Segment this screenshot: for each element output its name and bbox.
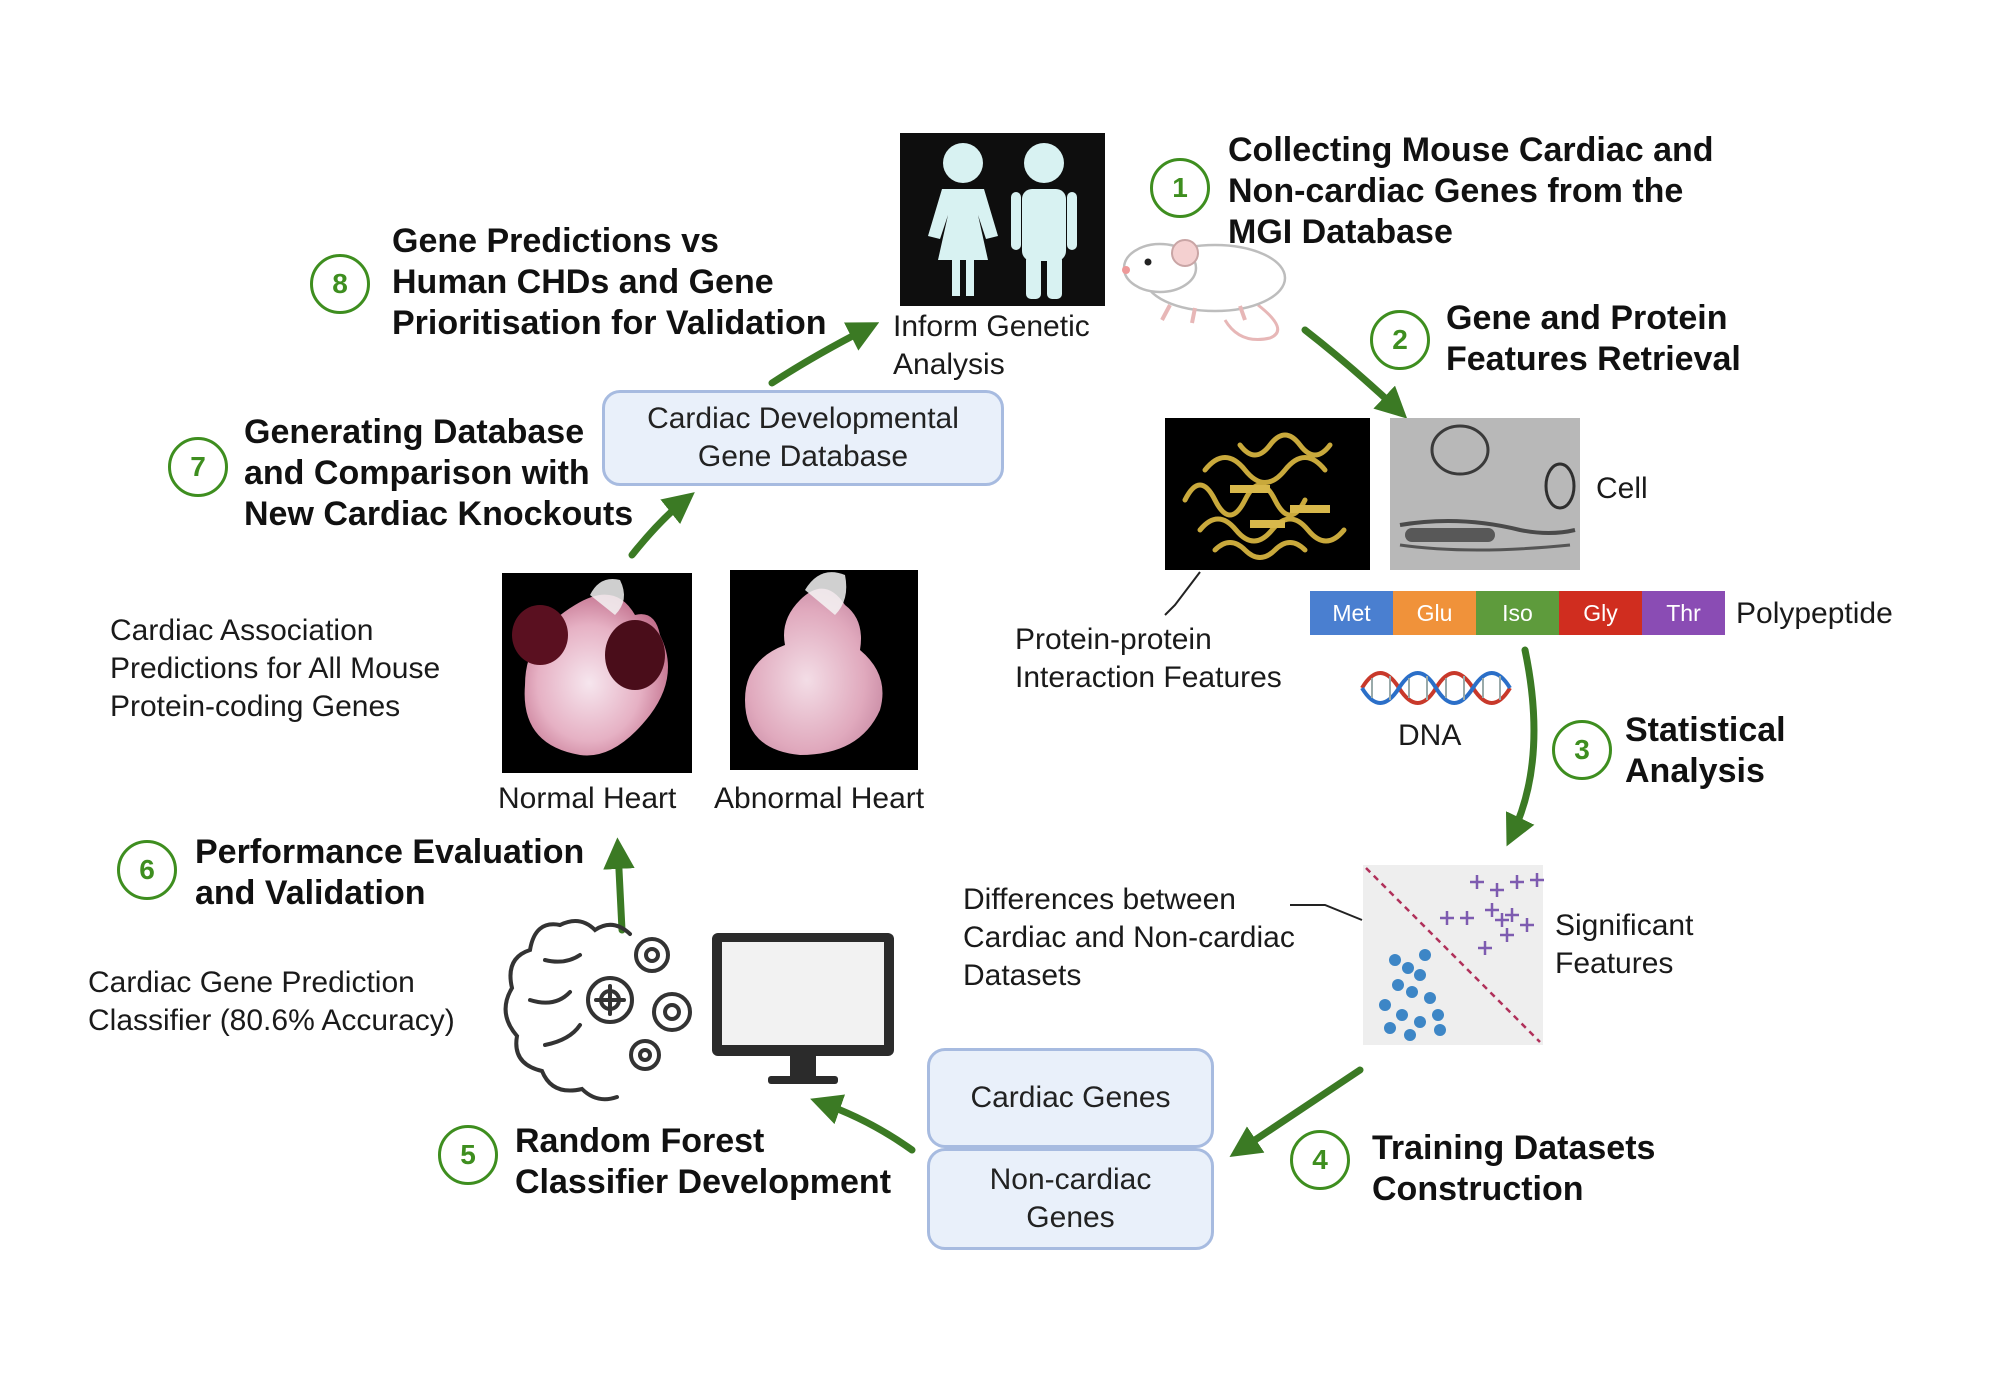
step-1-badge: 1 bbox=[1150, 158, 1210, 218]
amino-acid-glu: Glu bbox=[1393, 591, 1476, 635]
arrow-1-to-2 bbox=[1301, 326, 1408, 419]
abnormal-heart-image bbox=[730, 570, 918, 770]
differences-pointer-line bbox=[1290, 904, 1363, 921]
mouse-icon bbox=[1122, 239, 1287, 341]
step-6-badge: 6 bbox=[117, 840, 177, 900]
arrow-7-to-8 bbox=[768, 322, 880, 387]
noncardiac-genes-box: Non-cardiac Genes bbox=[927, 1148, 1214, 1250]
arrow-6-to-7 bbox=[628, 492, 695, 559]
step-1-title: Collecting Mouse Cardiac and Non-cardiac… bbox=[1228, 131, 1714, 251]
significant-features-label: Significant Features bbox=[1555, 909, 1694, 980]
amino-acid-gly: Gly bbox=[1559, 591, 1642, 635]
step-6-title: Performance Evaluation and Validation bbox=[195, 833, 585, 912]
cell-micrograph-icon bbox=[1390, 418, 1580, 570]
ppi-features-label: Protein-protein Interaction Features bbox=[1015, 623, 1282, 694]
normal-heart-image bbox=[502, 573, 692, 773]
step-7-badge: 7 bbox=[168, 437, 228, 497]
step-4-badge: 4 bbox=[1290, 1130, 1350, 1190]
protein-structure-icon bbox=[1165, 418, 1370, 570]
scatter-plot-icon bbox=[1363, 865, 1544, 1045]
step-5-badge: 5 bbox=[438, 1125, 498, 1185]
step-2-badge: 2 bbox=[1370, 310, 1430, 370]
arrow-3-to-4 bbox=[1229, 1066, 1364, 1157]
polypeptide-chain: Met Glu Iso Gly Thr bbox=[1310, 591, 1725, 635]
step-8-title: Gene Predictions vs Human CHDs and Gene … bbox=[392, 222, 827, 342]
amino-acid-iso: Iso bbox=[1476, 591, 1559, 635]
monitor-icon bbox=[712, 933, 894, 1084]
normal-heart-label: Normal Heart bbox=[498, 782, 677, 815]
amino-acid-met: Met bbox=[1310, 591, 1393, 635]
brain-gears-icon bbox=[503, 919, 692, 1102]
dna-label: DNA bbox=[1398, 719, 1462, 752]
step-2-title: Gene and Protein Features Retrieval bbox=[1446, 299, 1741, 378]
flow-arrows bbox=[603, 322, 1538, 1157]
step-5-title: Random Forest Classifier Development bbox=[515, 1122, 892, 1201]
people-icon bbox=[900, 133, 1105, 306]
arrow-4-to-5 bbox=[810, 1094, 916, 1154]
step-7-title: Generating Database and Comparison with … bbox=[244, 413, 634, 533]
classifier-accuracy-label: Cardiac Gene Prediction Classifier (80.6… bbox=[88, 966, 455, 1037]
cell-label: Cell bbox=[1596, 472, 1648, 505]
differences-label: Differences between Cardiac and Non-card… bbox=[963, 883, 1295, 992]
dna-icon bbox=[1360, 671, 1512, 705]
polypeptide-label: Polypeptide bbox=[1736, 597, 1893, 630]
step-8-badge: 8 bbox=[310, 254, 370, 314]
abnormal-heart-label: Abnormal Heart bbox=[714, 782, 925, 815]
ppi-pointer-line bbox=[1164, 571, 1201, 616]
step-4-title: Training Datasets Construction bbox=[1372, 1129, 1656, 1208]
step-3-badge: 3 bbox=[1552, 720, 1612, 780]
arrow-5-to-6 bbox=[603, 837, 635, 934]
amino-acid-thr: Thr bbox=[1642, 591, 1725, 635]
inform-genetic-analysis-label: Inform Genetic Analysis bbox=[893, 310, 1090, 381]
arrow-2-to-3 bbox=[1505, 646, 1538, 847]
cardiac-developmental-database-box: Cardiac Developmental Gene Database bbox=[602, 390, 1004, 486]
step-3-title: Statistical Analysis bbox=[1625, 711, 1786, 790]
association-predictions-label: Cardiac Association Predictions for All … bbox=[110, 614, 441, 723]
cardiac-genes-box: Cardiac Genes bbox=[927, 1048, 1214, 1148]
